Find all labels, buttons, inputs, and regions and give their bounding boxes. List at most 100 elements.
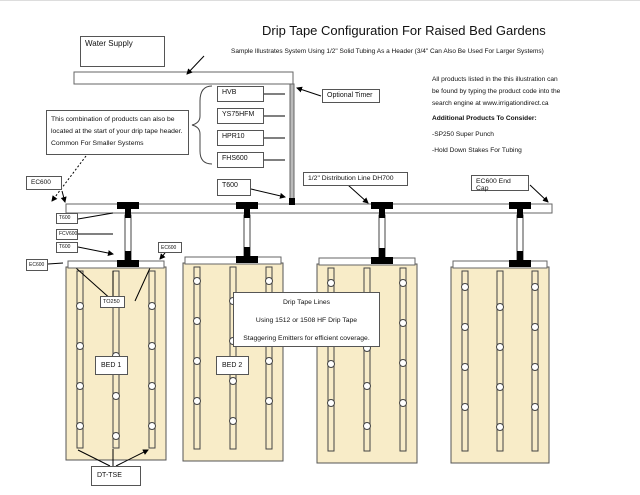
emitter [229,377,237,385]
emitter [265,357,273,365]
small-fitting-label-1: T600 [56,213,78,224]
distribution-line-label: 1/2" Distribution Line DH700 [303,172,408,186]
emitter [327,360,335,368]
drip-tape-note: Drip Tape Lines Using 1512 or 1508 HF Dr… [233,292,380,347]
emitter [399,319,407,327]
supply-pipe [73,71,294,85]
bed-header-pipe [67,260,165,269]
emitter [363,382,371,390]
emitter [193,277,201,285]
fhs600-label: FHS600 [217,152,264,168]
emitter [327,279,335,287]
emitter [193,317,201,325]
tee-fitting [371,257,393,264]
emitter [399,399,407,407]
tee-fitting [236,202,258,209]
to250-label: TO250 [100,296,125,308]
emitter [399,279,407,287]
emitter [193,397,201,405]
drip-tape-line [461,270,469,452]
hpr10-label: HPR10 [217,130,264,146]
tee-fitting [117,260,139,267]
emitter [363,422,371,430]
info-line: All products listed in the this illustra… [432,76,558,83]
emitter [399,359,407,367]
dt-tse-label: DT-TSE [91,466,141,486]
ec600-left-label: EC600 [26,259,48,271]
page-subtitle: Sample Illustrates System Using 1/2" Sol… [231,48,544,55]
tee-fitting [244,208,250,218]
emitter [148,302,156,310]
emitter [148,382,156,390]
emitter [327,399,335,407]
page-title: Drip Tape Configuration For Raised Bed G… [262,23,546,38]
emitter [496,343,504,351]
tee-fitting [509,260,531,267]
emitter [496,303,504,311]
drip-tape-line [496,270,504,452]
small-fitting-label-3: T600 [56,242,78,253]
optional-timer-label: Optional Timer [322,89,380,103]
emitter [76,302,84,310]
riser-pipe [289,83,295,205]
emitter [461,283,469,291]
tee-fitting [517,208,523,218]
ec600-right-label: EC600 [158,242,182,253]
emitter [461,363,469,371]
emitter [148,422,156,430]
emitter [193,357,201,365]
additional-heading: Additional Products To Consider: [432,115,537,122]
emitter [112,432,120,440]
info-line: search engine at www.irrigationdirect.ca [432,100,549,107]
emitter [531,283,539,291]
tee-fitting [117,202,139,209]
bed-header-pipe [318,257,416,266]
emitter [76,342,84,350]
bed1-label: BED 1 [95,356,128,375]
tee-fitting [289,198,295,205]
emitter [265,397,273,405]
emitter [76,382,84,390]
tee-fitting [125,251,131,261]
tee-fitting [125,208,131,218]
emitter [531,323,539,331]
end-cap-label: EC600 End Cap [471,175,529,192]
additional-item: -SP250 Super Punch [432,131,494,138]
additional-item: -Hold Down Stakes For Tubing [432,147,522,154]
tee-fitting [371,202,393,209]
drip-tape-line [76,270,84,449]
emitter [461,403,469,411]
emitter [76,422,84,430]
tee-fitting [379,208,385,218]
ec600-top-label: EC600 [26,176,62,190]
distribution-header [65,203,553,214]
emitter [461,323,469,331]
emitter [496,383,504,391]
t600-main-label: T600 [217,179,251,196]
bed2-label: BED 2 [216,356,249,375]
tee-fitting [379,248,385,258]
tee-fitting [517,251,523,261]
info-panel: All products listed in the this illustra… [432,74,560,157]
emitter [229,417,237,425]
tee-fitting [244,247,250,257]
emitter [531,363,539,371]
emitter [265,277,273,285]
emitter [148,342,156,350]
ys75hfm-label: YS75HFM [217,108,264,124]
bed-header-pipe [184,256,282,265]
emitter [112,392,120,400]
tee-fitting [236,256,258,263]
emitter [531,403,539,411]
drip-tape-title: Drip Tape Lines [282,299,331,306]
info-line: be found by typing the product code into… [432,88,561,95]
emitter [496,423,504,431]
drip-tape-line [327,267,335,452]
drip-tape-line [363,267,371,452]
drip-tape-line [531,270,539,452]
drip-tape-line: Using 1512 or 1508 HF Drip Tape [255,317,358,324]
drip-tape-line [148,270,156,449]
water-supply-label: Water Supply [80,36,165,67]
bed-header-pipe [452,260,548,269]
